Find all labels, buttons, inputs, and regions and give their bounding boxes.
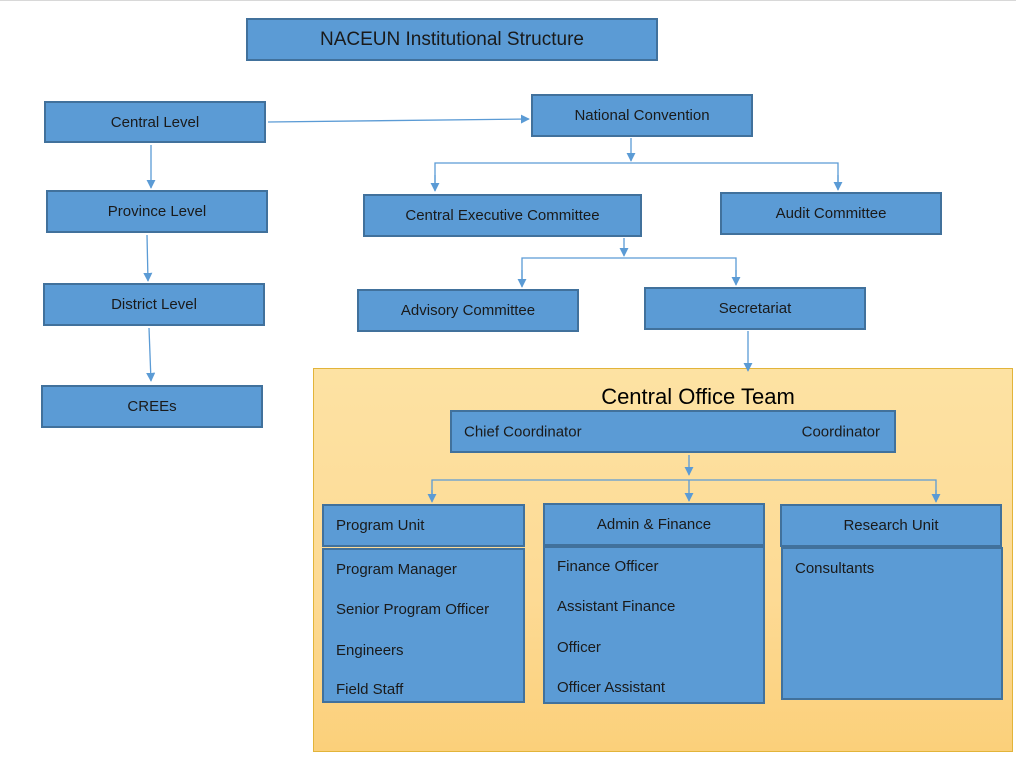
central-executive-committee-label: Central Executive Committee [405,207,600,224]
officer-label: Officer [557,639,601,656]
coordinator-label: Coordinator [801,423,880,440]
officer-assistant-label: Officer Assistant [557,679,666,696]
province-level-box: Province Level [46,190,268,233]
consultants-label: Consultants [795,560,875,577]
finance-officer-label: Finance Officer [557,558,659,575]
field-staff-label: Field Staff [336,681,404,698]
central-level-box: Central Level [44,101,266,143]
arrow-district-to-crees [146,327,156,382]
central-office-team-title: Central Office Team [601,384,795,409]
diagram-title: NACEUN Institutional Structure [246,18,658,61]
advisory-committee-box: Advisory Committee [357,289,579,332]
province-level-label: Province Level [107,203,207,220]
convention-branch-bar [434,162,839,187]
executive-branch-bar [521,257,737,282]
audit-committee-label: Audit Committee [775,205,887,222]
assistant-finance-label: Assistant Finance [557,598,676,615]
secretariat-label: Secretariat [718,300,792,317]
chief-coordinator-label: Chief Coordinator [464,423,582,440]
admin-finance-header: Admin & Finance [543,503,765,546]
secretariat-box: Secretariat [644,287,866,330]
arrow-province-to-district [143,234,153,282]
arrow-central-to-convention [267,114,530,124]
program-manager-label: Program Manager [336,561,457,578]
advisory-committee-label: Advisory Committee [400,302,536,319]
admin-finance-label: Admin & Finance [596,516,712,533]
research-unit-header: Research Unit [780,504,1002,547]
central-executive-committee-box: Central Executive Committee [363,194,642,237]
research-unit-label: Research Unit [843,517,939,534]
admin-finance-members: Finance Officer Assistant Finance Office… [543,546,765,704]
national-convention-label: National Convention [574,107,710,124]
program-unit-label: Program Unit [336,517,425,534]
senior-program-officer-label: Senior Program Officer [336,601,490,618]
coordinator-box: Chief Coordinator Coordinator [450,410,896,453]
national-convention-box: National Convention [531,94,753,137]
coordinator-branch-bar [431,479,937,500]
district-level-label: District Level [111,296,197,313]
diagram-title-text: NACEUN Institutional Structure [320,28,584,50]
crees-box: CREEs [41,385,263,428]
program-unit-members: Program Manager Senior Program Officer E… [322,548,525,703]
central-level-label: Central Level [110,113,200,131]
crees-label: CREEs [127,398,177,415]
top-rule [0,0,1016,1]
research-unit-members: Consultants [781,547,1003,700]
audit-committee-box: Audit Committee [720,192,942,235]
district-level-box: District Level [43,283,265,326]
engineers-label: Engineers [336,642,404,659]
program-unit-header: Program Unit [322,504,525,547]
